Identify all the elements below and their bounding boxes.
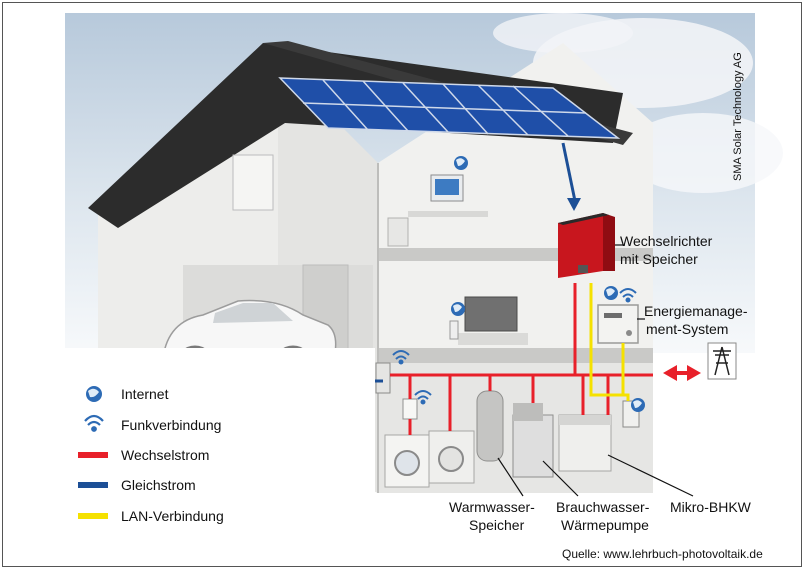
legend-swatch-lan [78,513,108,519]
hot-water-tank [476,390,504,462]
tv-stand [458,333,528,345]
source-note: Quelle: www.lehrbuch-photovoltaik.de [562,547,763,561]
legend-label: LAN-Verbindung [121,508,224,524]
legend-panel [3,348,375,566]
inverter-label: Wechselrichter [620,233,713,249]
dc-arrow [567,198,581,211]
legend-item-ac: Wechselstrom [78,447,209,463]
micro-chp [558,414,612,472]
smart-plug [402,398,418,420]
legend-swatch-ac [78,452,108,458]
leader-line [497,457,524,497]
dryer [428,430,475,484]
heatpump-label-2: Wärmepumpe [561,517,649,533]
globe-icon [86,386,102,402]
bidirectional-arrow [663,365,701,381]
window [232,154,274,211]
copyright-note: SMA Solar Technology AG [732,52,744,181]
leader-line [542,460,579,497]
globe-icon [454,156,468,170]
junction-box [375,362,391,394]
hotwater-label-2: Speicher [469,517,525,533]
wifi-icon [392,350,410,365]
legend-item-wireless: Funkverbindung [84,414,221,433]
cloud [623,113,783,193]
legend-label: Gleichstrom [121,477,196,493]
house-diagram: Wechselrichter mit Speicher Energiemanag… [3,13,801,566]
cloud [493,13,633,53]
wifi-icon [414,390,432,405]
hotwater-label: Warmwasser- [449,499,535,515]
legend-label: Wechselstrom [121,447,209,463]
heatpump-label: Brauchwasser- [556,499,650,515]
washing-machine [384,434,430,488]
inverter-label-2: mit Speicher [620,251,698,267]
energy-management-device [597,304,639,344]
leader-line [607,454,694,497]
desk [408,211,488,217]
floor-slab [378,348,653,363]
wifi-icon [84,414,104,432]
legend-label: Internet [121,386,169,402]
ems-label-2: ment-System [646,321,728,337]
ground [375,493,801,566]
heat-pump [512,403,554,478]
globe-icon [604,286,618,300]
legend: Internet Funkverbindung Wechselstrom Gle… [78,386,224,524]
dc-line [561,142,577,202]
inverter-with-storage [558,213,615,278]
chair [387,217,409,247]
wifi-icon [619,288,637,303]
legend-swatch-dc [78,482,108,488]
legend-item-lan: LAN-Verbindung [78,508,224,524]
computer-screen [435,179,459,195]
chp-label: Mikro-BHKW [670,499,752,515]
lan-line [589,283,630,401]
smart-plug [449,320,459,340]
tv [464,296,518,332]
solar-array [278,77,621,139]
ems-label: Energiemanage- [644,303,748,319]
globe-icon [631,398,645,412]
grid-pylon [707,342,737,380]
legend-item-dc: Gleichstrom [78,477,196,493]
legend-label: Funkverbindung [121,417,221,433]
legend-item-internet: Internet [86,386,169,402]
globe-icon [451,302,465,316]
